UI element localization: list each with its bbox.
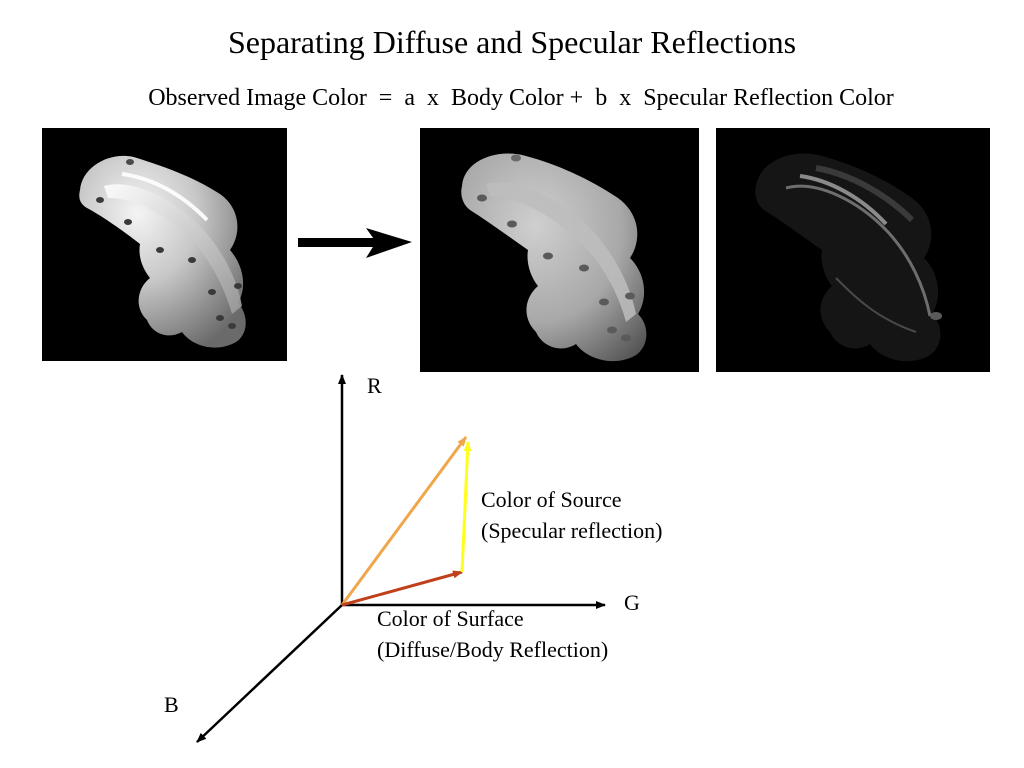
specular-component-image <box>716 128 990 372</box>
source-color-note: Color of Source (Specular reflection) <box>481 484 662 546</box>
reflection-equation: Observed Image Color = a x Body Color + … <box>148 85 894 111</box>
b-axis-label: B <box>164 692 179 717</box>
observed-color-vector <box>340 436 468 606</box>
surface-color-note: Color of Surface (Diffuse/Body Reflectio… <box>377 603 608 665</box>
specular-object-drawing <box>755 153 942 362</box>
surface-note-line2: (Diffuse/Body Reflection) <box>377 637 609 662</box>
b-axis <box>196 604 343 743</box>
source-note-line2: (Specular reflection) <box>481 518 663 543</box>
g-axis-label: G <box>624 590 640 615</box>
r-axis-label: R <box>367 373 382 398</box>
original-image <box>42 128 287 361</box>
diffuse-object-drawing <box>461 153 647 362</box>
slide-title: Separating Diffuse and Specular Reflecti… <box>227 24 797 60</box>
original-object-drawing <box>79 155 246 348</box>
source-note-line1: Color of Source <box>481 487 622 512</box>
right-arrow-icon <box>298 228 412 258</box>
surface-note-line1: Color of Surface <box>377 606 524 631</box>
diffuse-component-image <box>420 128 699 372</box>
source-color-vector <box>460 441 472 573</box>
surface-color-vector <box>341 570 463 607</box>
